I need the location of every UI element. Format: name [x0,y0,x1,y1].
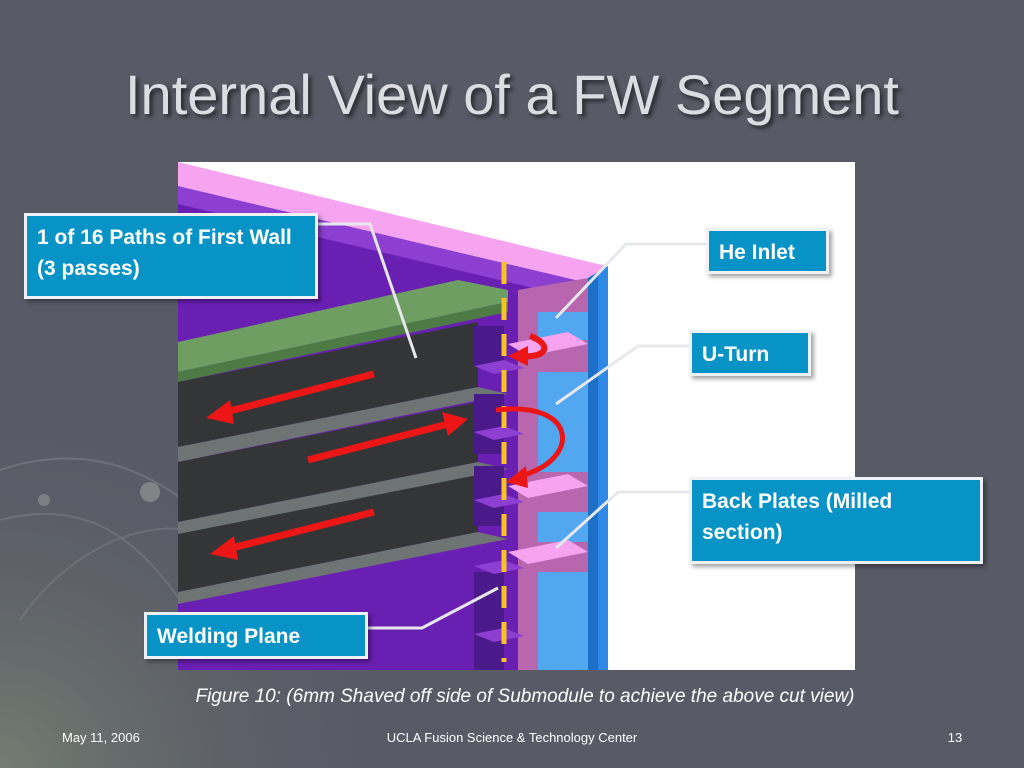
leader-welding-plane [368,586,499,630]
rib-end-block-4 [474,572,504,670]
purple-tab-2 [474,426,524,440]
u-turn-arrow-small [521,333,548,360]
blue-side-dark [588,272,598,670]
leader-back-plates [554,490,689,550]
leader-paths [318,222,418,359]
callout-back-plates: Back Plates (Milled section) [689,477,983,564]
back-plate-opening-4 [538,572,588,670]
figure-caption: Figure 10: (6mm Shaved off side of Submo… [195,686,855,707]
leader-u-turn [555,344,689,406]
channel-panel-3 [178,472,478,592]
purple-tab-4 [474,560,524,574]
back-plate-ledge-3 [508,540,588,564]
purple-tab-5 [474,628,524,642]
callout-u-turn: U-Turn [689,330,811,376]
footer-page-number: 13 [947,730,963,745]
purple-tab-1 [474,360,524,374]
footer-date: May 11, 2006 [62,730,140,745]
purple-tab-3 [474,494,524,508]
green-top-slab-edge [178,302,508,382]
first-wall-top [178,162,606,282]
callout-he-inlet: He Inlet [706,228,829,274]
channel-rib-2 [178,462,508,534]
green-top-slab [178,280,508,372]
leader-he-inlet [554,242,706,320]
callout-welding-plane: Welding Plane [144,612,368,659]
flow-arrow-left-2 [210,508,375,560]
back-plate-ledge-2 [508,474,588,498]
channel-rib-1 [178,387,508,462]
channel-rib-3 [178,532,508,604]
fw-segment-cut-view [178,162,855,670]
u-turn-arrow-small-head [508,346,528,366]
footer-organization: UCLA Fusion Science & Technology Center [386,730,638,745]
rib-end-block-1 [474,326,504,366]
rib-end-block-2 [474,394,504,454]
slide-title: Internal View of a FW Segment [125,63,899,126]
callout-first-wall-paths: 1 of 16 Paths of First Wall (3 passes) [24,213,318,299]
u-turn-arrow-large [495,406,565,479]
flow-arrow-right [307,412,468,464]
flow-arrow-left-1 [206,370,375,424]
u-turn-arrow-large-head [506,466,528,488]
